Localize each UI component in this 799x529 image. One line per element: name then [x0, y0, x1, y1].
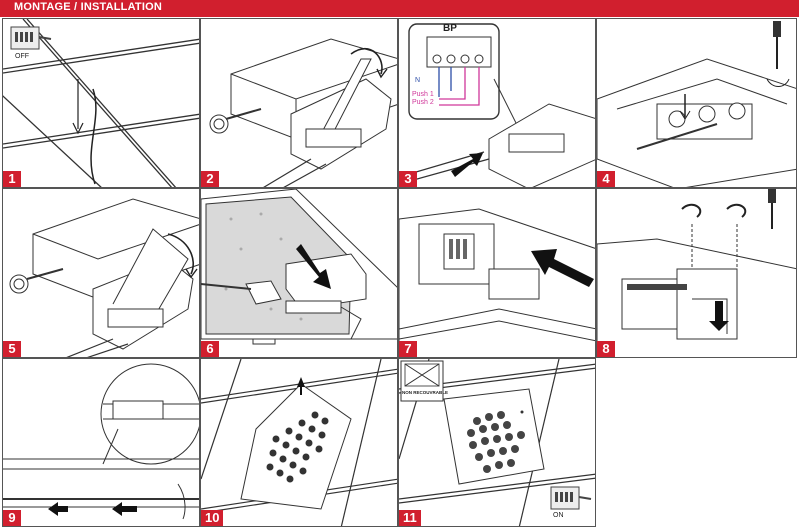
off-label: OFF — [15, 53, 29, 60]
cable-routing-illustration — [3, 363, 199, 520]
step-6-panel: 6 — [200, 188, 398, 358]
wire-n-label: N — [415, 77, 421, 84]
step-1-panel: OFF 1 — [2, 18, 200, 188]
on-label: ON — [553, 512, 564, 519]
step-number: 1 — [3, 171, 21, 187]
step-number: 4 — [597, 171, 615, 187]
terminal-screw-illustration — [597, 21, 796, 187]
push1-label: Push 1 — [412, 91, 434, 98]
section-title: MONTAGE / INSTALLATION — [14, 1, 162, 13]
push2-label: Push 2 — [412, 99, 434, 106]
step-11-panel: NON RECOUVRABLE ON 11 — [398, 358, 596, 527]
step-10-panel: 10 — [200, 358, 398, 527]
step-3-panel: BP N Push 1 Push 2 3 — [398, 18, 596, 188]
led-panel-driver-illustration — [201, 189, 397, 345]
step-number: 11 — [399, 510, 421, 526]
step-4-panel: 4 — [596, 18, 797, 188]
junction-box-close-illustration — [9, 198, 199, 357]
step-5-panel: 5 — [2, 188, 200, 358]
connector-plug-illustration — [399, 208, 595, 357]
step-7-panel: 7 — [398, 188, 596, 358]
step-9-panel: 9 — [2, 358, 200, 527]
wiring-diagram-illustration — [399, 23, 595, 187]
panel-insert-ceiling-illustration — [201, 359, 397, 526]
junction-box-open-illustration — [209, 38, 397, 187]
led-dots-installed — [467, 411, 525, 473]
step-number: 8 — [597, 341, 615, 357]
step-number: 7 — [399, 341, 417, 357]
step-number: 10 — [201, 510, 224, 526]
step-2-panel: 2 — [200, 18, 398, 188]
non-recoverable-label: NON RECOUVRABLE — [402, 390, 449, 395]
section-header: MONTAGE / INSTALLATION — [0, 0, 799, 17]
installed-panel-illustration — [399, 359, 595, 526]
step-number: 6 — [201, 341, 219, 357]
step-number: 9 — [3, 510, 21, 526]
ceiling-grid-illustration — [3, 19, 199, 187]
led-dots — [266, 411, 329, 483]
step-number: 2 — [201, 171, 219, 187]
step-8-panel: 8 — [596, 188, 797, 358]
step-number: 5 — [3, 341, 21, 357]
bp-label: BP — [443, 23, 457, 34]
cable-clamp-illustration — [597, 189, 796, 357]
step-number: 3 — [399, 171, 417, 187]
